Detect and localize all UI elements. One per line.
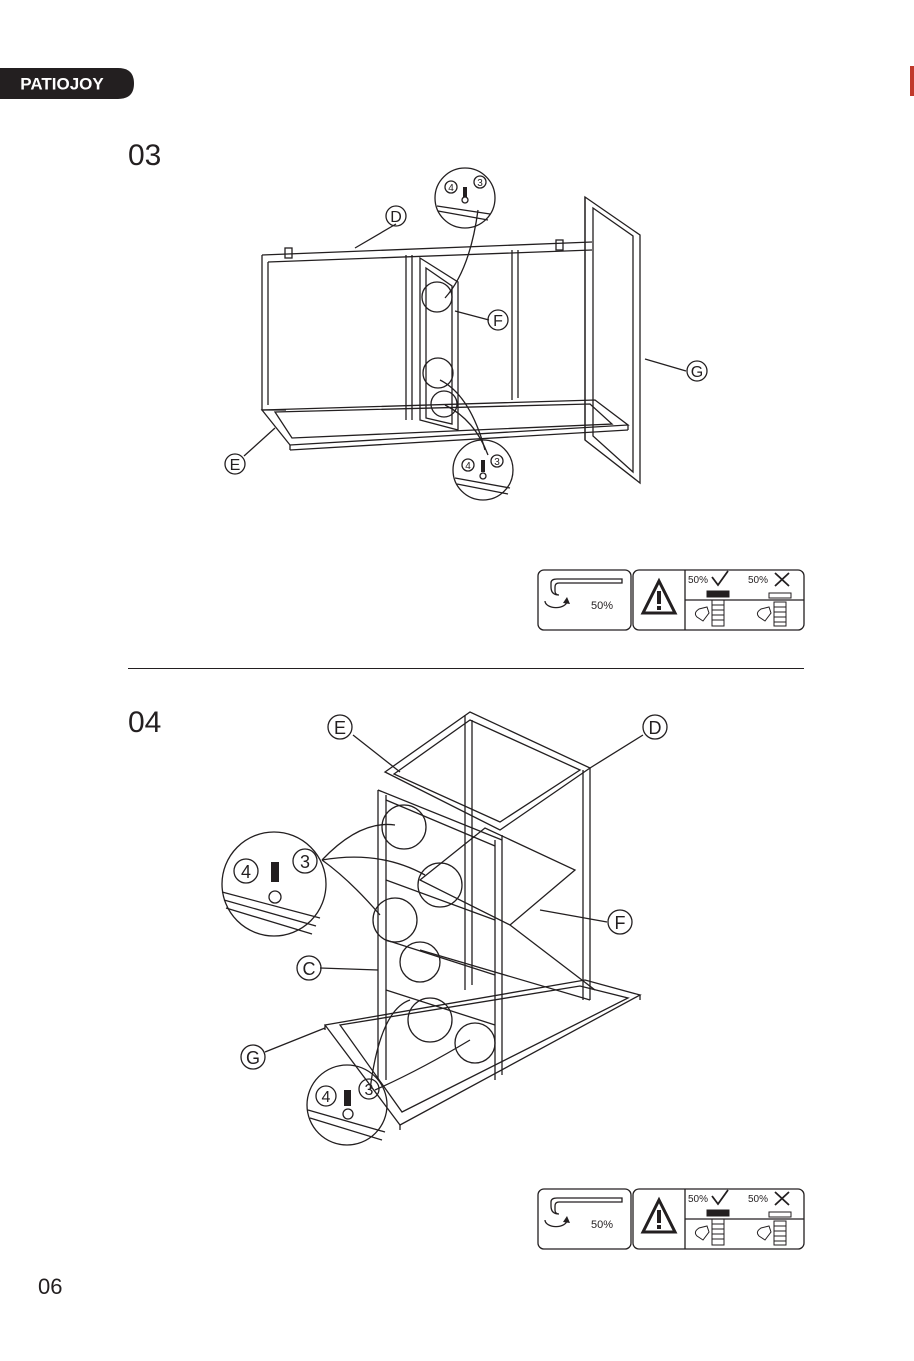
warning-icon	[643, 581, 675, 613]
warning-icon	[643, 1200, 675, 1232]
brand-logo: PATIOJOY	[0, 68, 134, 99]
assembly-diagram-step-03: D F G E 4 3 4 3	[215, 165, 725, 515]
bad-percent: 50%	[748, 1194, 768, 1205]
cross-icon	[775, 573, 789, 586]
assembly-diagram-step-04: E D F C G 4 3 4 3	[215, 705, 695, 1155]
label-d: D	[390, 209, 402, 226]
edge-mark	[910, 66, 914, 96]
label-c: C	[303, 959, 316, 979]
step-number: 04	[128, 706, 161, 740]
tighten-percent: 50%	[591, 1219, 613, 1231]
tightening-tip-box: 50% 50% 50%	[537, 1188, 805, 1250]
callout-washer: 4	[322, 1089, 331, 1106]
callout-bolt: 3	[477, 178, 483, 189]
callout-bolt: 3	[494, 457, 500, 468]
page-number: 06	[38, 1274, 62, 1300]
label-g: G	[246, 1048, 260, 1068]
tighten-percent: 50%	[591, 600, 613, 612]
bolt-half-tight-icon	[695, 591, 729, 626]
label-f: F	[493, 313, 503, 330]
bolt-loose-icon	[757, 593, 791, 626]
cross-icon	[775, 1192, 789, 1205]
check-icon	[712, 1190, 728, 1204]
bolt-half-tight-icon	[695, 1210, 729, 1245]
step-number: 03	[128, 139, 161, 173]
ok-percent: 50%	[688, 1194, 708, 1205]
section-divider	[128, 668, 804, 669]
callout-washer: 4	[465, 461, 471, 472]
label-g: G	[691, 364, 703, 381]
label-e: E	[334, 718, 346, 738]
check-icon	[712, 571, 728, 585]
callout-washer: 4	[241, 862, 251, 882]
label-e: E	[230, 457, 241, 474]
tightening-tip-box: 50% 50% 50%	[537, 569, 805, 631]
bolt-loose-icon	[757, 1212, 791, 1245]
brand-name: PATIOJOY	[20, 75, 104, 94]
label-f: F	[615, 913, 626, 933]
ok-percent: 50%	[688, 575, 708, 586]
bad-percent: 50%	[748, 575, 768, 586]
callout-bolt: 3	[300, 852, 310, 872]
label-d: D	[649, 718, 662, 738]
callout-bolt: 3	[365, 1082, 374, 1099]
callout-washer: 4	[448, 183, 454, 194]
